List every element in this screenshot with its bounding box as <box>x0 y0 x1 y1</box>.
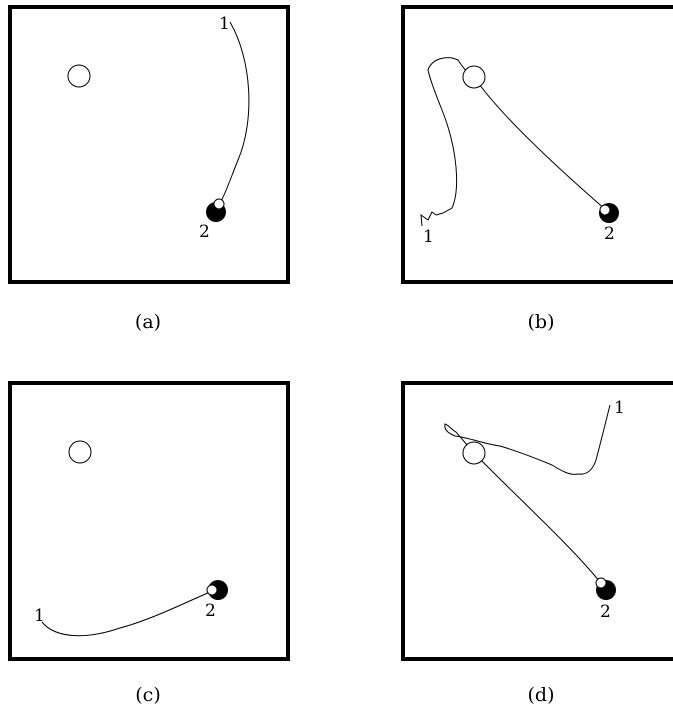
panel-d-caption: (d) <box>528 684 555 706</box>
panel-b-start-label: 1 <box>423 227 434 247</box>
panel-a-start-label: 1 <box>219 14 230 34</box>
panel-b-end-label: 2 <box>604 224 615 244</box>
panel-c-ball-highlight <box>206 584 218 596</box>
panel-a: 1 2 (a) <box>8 5 290 333</box>
panel-c-frame <box>8 381 290 661</box>
panel-c: 1 2 (c) <box>8 381 290 706</box>
panel-a-goal-circle <box>67 64 91 88</box>
panel-b-trajectory <box>420 57 607 227</box>
panel-d-start-label: 1 <box>614 398 625 418</box>
panel-b-goal-circle <box>462 65 486 89</box>
panel-d-end-label: 2 <box>600 602 611 622</box>
panel-b-ball-highlight <box>599 204 611 216</box>
panel-d: 1 2 (d) <box>401 381 673 706</box>
panel-d-ball-highlight <box>595 577 607 589</box>
panel-d-trajectory <box>444 404 611 583</box>
panel-c-goal-circle <box>68 440 92 464</box>
panel-c-trajectory <box>41 591 211 637</box>
panel-a-ball-highlight <box>213 198 225 210</box>
panel-a-caption: (a) <box>135 311 161 333</box>
panel-a-trajectory <box>219 21 250 204</box>
panel-c-end-label: 2 <box>205 601 216 621</box>
panel-a-end-label: 2 <box>199 222 210 242</box>
panel-c-start-label: 1 <box>34 606 45 626</box>
panel-d-frame <box>401 381 673 661</box>
panel-b-frame <box>401 5 673 284</box>
panel-b: 1 2 (b) <box>401 5 673 333</box>
panel-c-caption: (c) <box>135 684 160 706</box>
panel-d-goal-circle <box>462 441 486 465</box>
panel-a-frame <box>8 5 290 284</box>
panel-b-caption: (b) <box>528 311 555 333</box>
